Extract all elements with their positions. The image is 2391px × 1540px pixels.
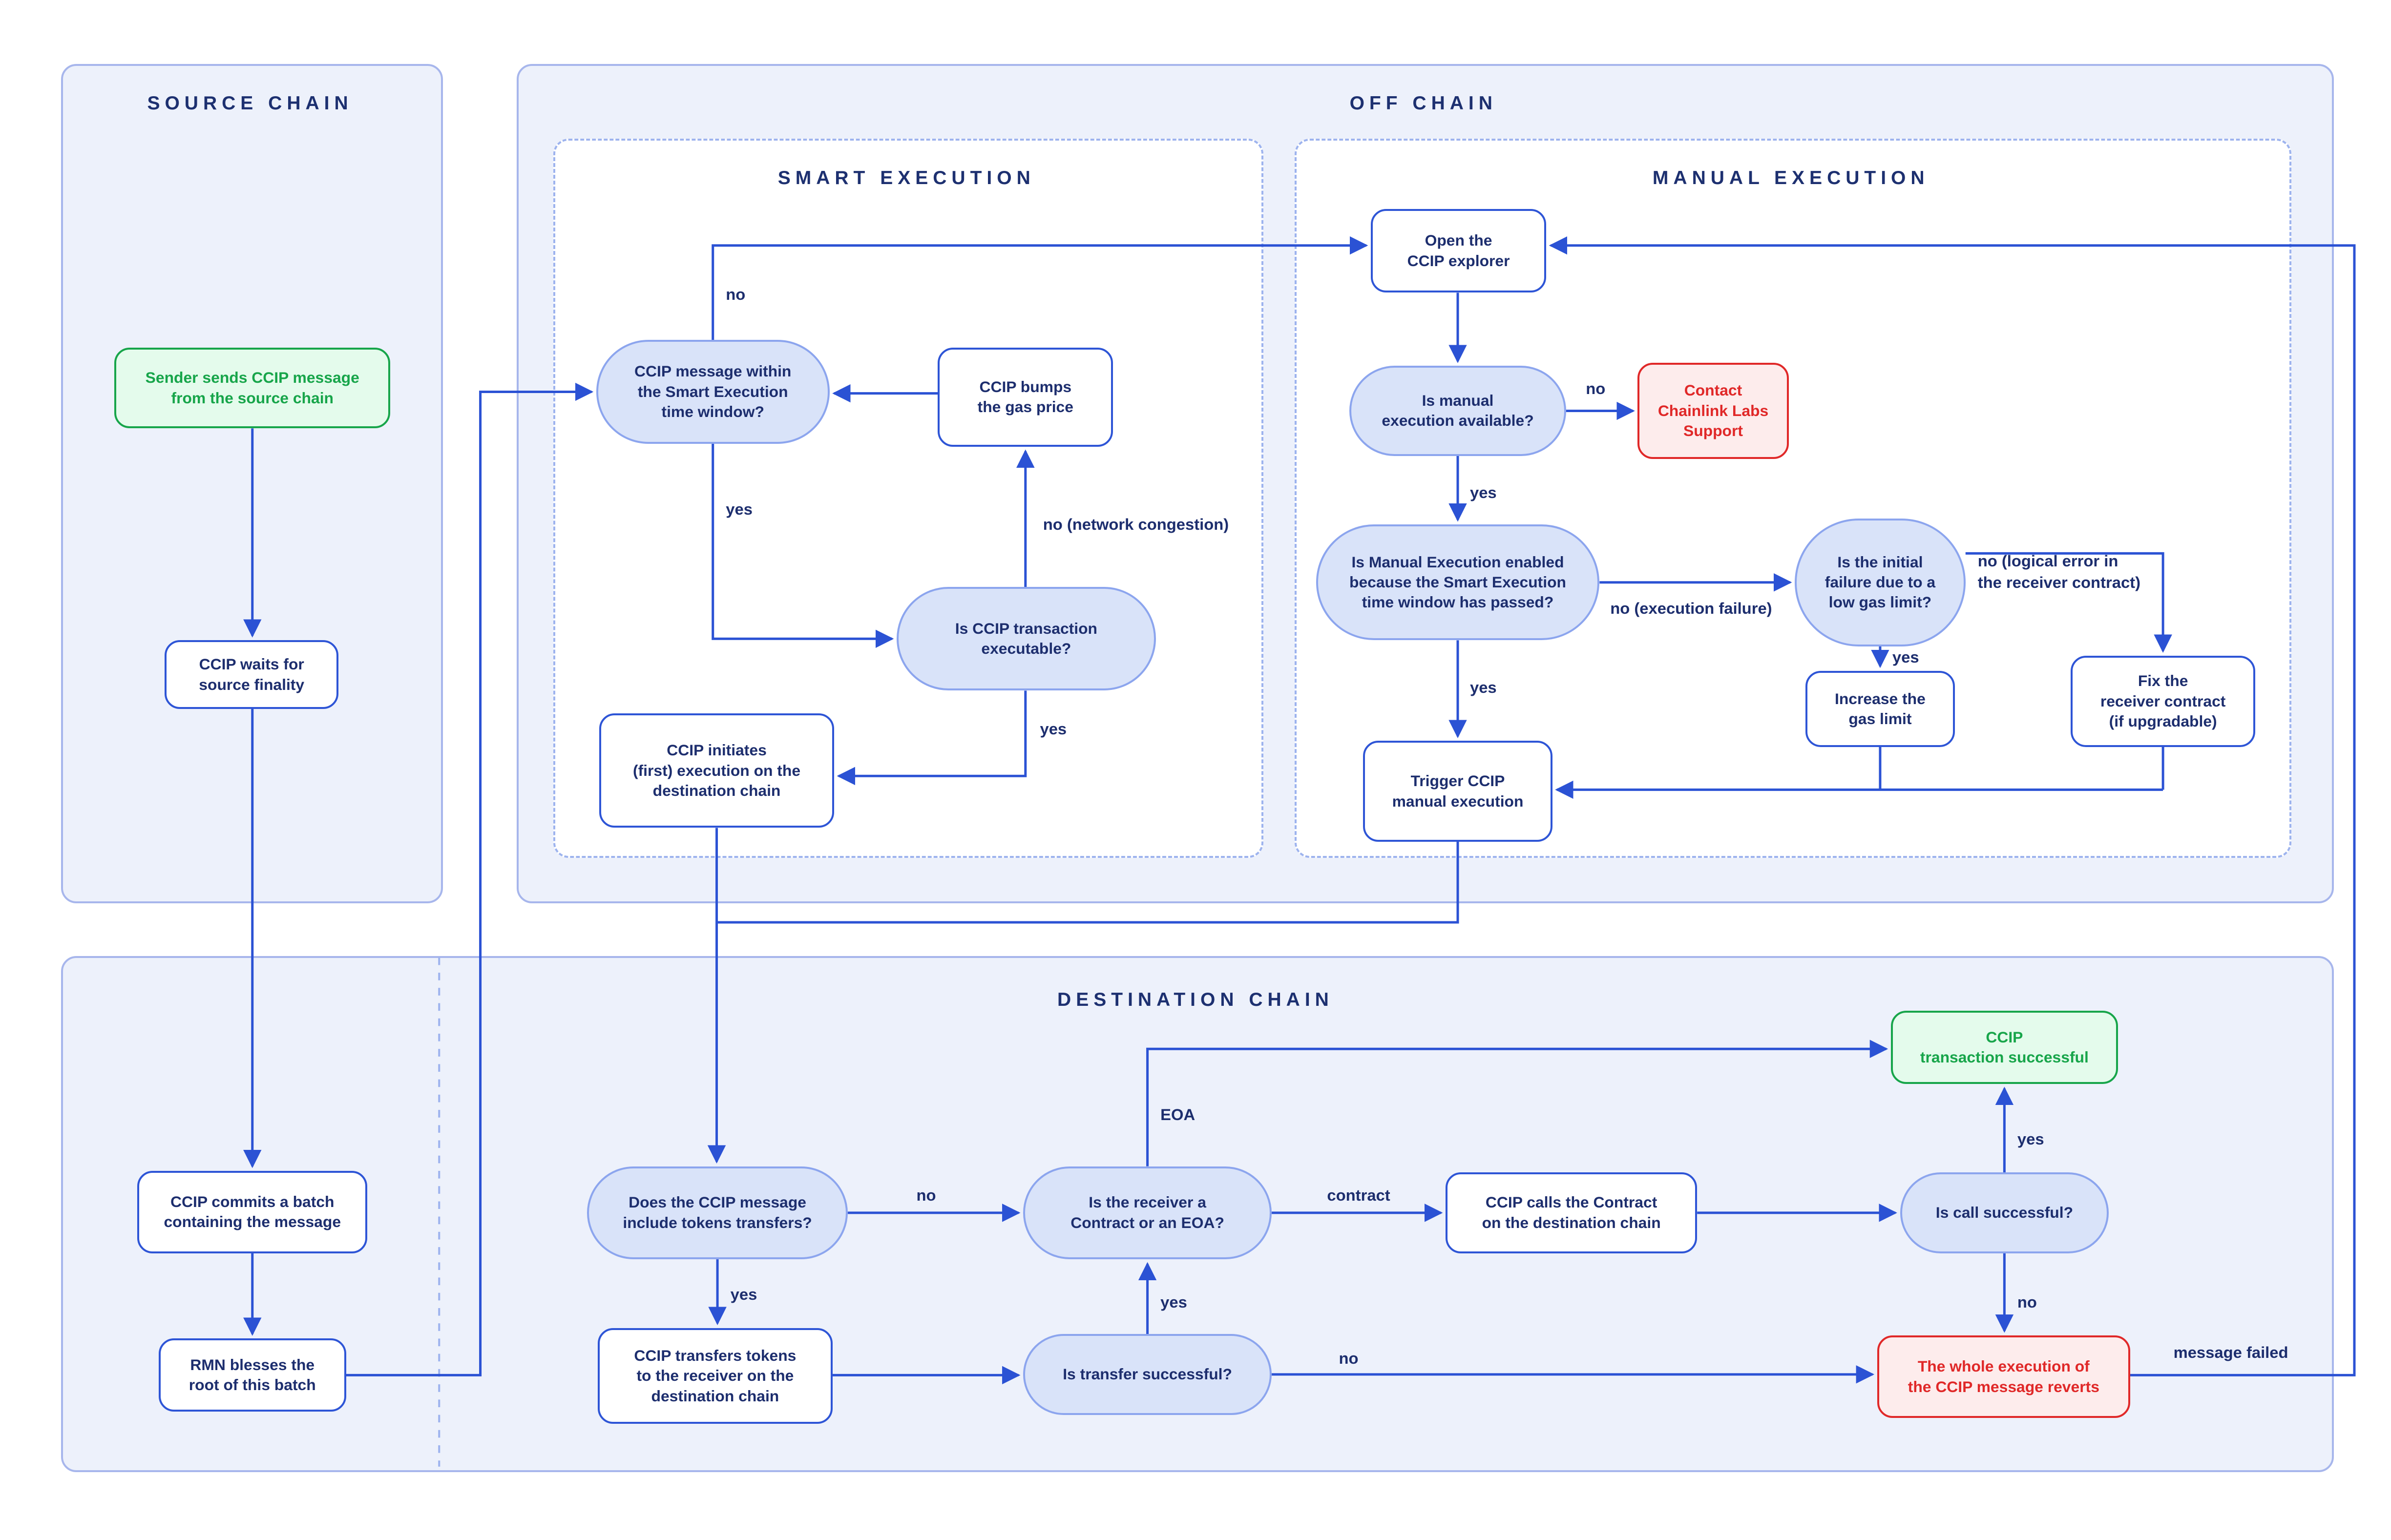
edge-window-no-explorer — [712, 236, 1368, 340]
edge-label-yes-enabled: yes — [1469, 678, 1497, 697]
edge-label-yes-call: yes — [2017, 1129, 2044, 1148]
title-manual-execution: MANUAL EXECUTION — [1652, 167, 1930, 189]
edge-executable-yes-initiates — [837, 690, 1027, 786]
edge-lowgas-no-fix — [1965, 552, 2172, 653]
edge-label-no-tokens: no — [916, 1186, 936, 1205]
edge-label-no-avail: no — [1586, 379, 1606, 398]
node-decision-manual-available: Is manual execution available? — [1349, 366, 1566, 456]
edge-receiver-eoa-success — [1146, 1040, 1888, 1166]
node-commits-batch: CCIP commits a batch containing the mess… — [137, 1171, 368, 1253]
edge-label-no-logical: no (logical error in the receiver contra… — [1977, 552, 2141, 592]
node-initiates-execution: CCIP initiates (first) execution on the … — [599, 713, 834, 828]
node-calls-contract: CCIP calls the Contract on the destinati… — [1446, 1172, 1698, 1253]
edge-label-eoa: EOA — [1160, 1105, 1196, 1124]
edge-label-yes-executable: yes — [1040, 719, 1067, 738]
title-off-chain: OFF CHAIN — [1349, 93, 1497, 114]
node-decision-call-successful: Is call successful? — [1900, 1172, 2109, 1253]
edge-label-yes-transfer: yes — [1160, 1292, 1187, 1311]
node-rmn-blesses: RMN blesses the root of this batch — [158, 1338, 346, 1412]
node-decision-transfer-successful: Is transfer successful? — [1023, 1334, 1272, 1415]
node-trigger-manual-execution: Trigger CCIP manual execution — [1363, 741, 1552, 842]
node-decision-executable: Is CCIP transaction executable? — [896, 587, 1156, 691]
edge-label-contract: contract — [1327, 1186, 1390, 1205]
node-decision-contract-or-eoa: Is the receiver a Contract or an EOA? — [1023, 1166, 1272, 1260]
node-sender-sends-message: Sender sends CCIP message from the sourc… — [114, 347, 391, 429]
edge-label-yes-window: yes — [726, 500, 753, 519]
edge-label-yes-tokens: yes — [730, 1285, 757, 1304]
node-transfers-tokens: CCIP transfers tokens to the receiver on… — [597, 1328, 833, 1424]
title-smart-execution: SMART EXECUTION — [777, 167, 1035, 189]
node-waits-source-finality: CCIP waits for source finality — [165, 640, 339, 709]
node-execution-reverts: The whole execution of the CCIP message … — [1877, 1335, 2130, 1418]
node-transaction-successful: CCIP transaction successful — [1890, 1011, 2118, 1084]
edge-rmn-window — [346, 382, 594, 1376]
node-decision-low-gas-limit: Is the initial failure due to a low gas … — [1795, 518, 1966, 646]
node-contact-support: Contact Chainlink Labs Support — [1637, 363, 1789, 459]
edge-label-no-congestion: no (network congestion) — [1043, 515, 1229, 534]
node-decision-time-window: CCIP message within the Smart Execution … — [596, 340, 830, 444]
node-decision-manual-enabled: Is Manual Execution enabled because the … — [1316, 524, 1600, 641]
edge-label-no-window: no — [726, 285, 746, 303]
edge-label-no-exec-failure: no (execution failure) — [1610, 599, 1772, 617]
title-source-chain: SOURCE CHAIN — [147, 93, 353, 114]
edge-trigger-merge — [716, 841, 1459, 924]
node-decision-tokens-transfers: Does the CCIP message include tokens tra… — [587, 1166, 848, 1260]
edge-label-no-call: no — [2017, 1292, 2037, 1311]
node-open-ccip-explorer: Open the CCIP explorer — [1371, 208, 1547, 293]
edge-label-message-failed: message failed — [2173, 1343, 2288, 1361]
edge-label-yes-avail: yes — [1469, 483, 1497, 501]
edge-label-no-transfer: no — [1339, 1349, 1359, 1368]
edge-reverts-messagefailed-explorer — [1549, 236, 2356, 1376]
title-destination-chain: DESTINATION CHAIN — [1057, 989, 1334, 1011]
node-fix-receiver-contract: Fix the receiver contract (if upgradable… — [2071, 655, 2256, 747]
node-bumps-gas-price: CCIP bumps the gas price — [938, 347, 1113, 447]
edge-window-yes-executable — [712, 443, 894, 648]
edge-label-yes-lowgas: yes — [1892, 647, 1919, 666]
node-increase-gas-limit: Increase the gas limit — [1805, 670, 1955, 747]
